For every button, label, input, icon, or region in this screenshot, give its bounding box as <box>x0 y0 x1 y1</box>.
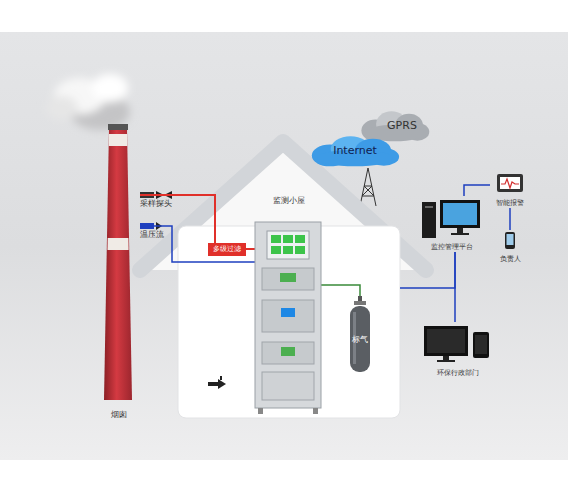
grey-band <box>0 32 568 460</box>
node-text: 智能报警 <box>496 199 524 207</box>
node-text: 标气 <box>352 335 368 344</box>
person-node: 负责人 <box>494 230 526 264</box>
internet-cloud: Internet <box>310 135 400 167</box>
node-text: 负责人 <box>500 255 521 263</box>
node-text: 监控管理平台 <box>431 243 473 251</box>
node-text: GPRS <box>387 120 417 133</box>
connector-line <box>140 226 178 262</box>
flow-wire <box>178 261 256 263</box>
node-text: 多级过滤 <box>213 245 241 253</box>
gas-pipe <box>321 285 360 296</box>
chimney-node: 烟囱 <box>98 120 140 420</box>
flow-label: 温压流 <box>140 230 164 239</box>
gprs-cloud: GPRS <box>360 110 430 142</box>
connector-line <box>454 252 456 322</box>
monitoring-house: 监测小屋多级过滤标气 <box>178 226 400 418</box>
connector-line <box>400 252 455 288</box>
probe-label: 采样探头 <box>140 199 172 208</box>
alarm-icon <box>497 174 523 192</box>
phone-icon <box>505 232 515 249</box>
smoke <box>46 74 130 130</box>
connector-line <box>140 195 215 243</box>
node-text: 监测小屋 <box>178 196 400 205</box>
agency-node: 环保行政部门 <box>420 322 496 378</box>
gas-cylinder: 标气 <box>348 296 372 372</box>
cylinder-shape <box>348 296 372 372</box>
platform-computer <box>422 200 480 238</box>
connector-line <box>509 208 511 230</box>
agency-computer <box>424 326 489 362</box>
analyzer-cabinet <box>255 222 321 414</box>
filter-box: 多级过滤 <box>208 243 246 256</box>
node-text: Internet <box>333 145 377 158</box>
drain-valve <box>208 376 226 389</box>
connector-line <box>464 185 490 196</box>
antenna-tower <box>360 168 376 206</box>
platform-node: 监控管理平台 <box>416 196 488 252</box>
node-text: 烟囱 <box>111 410 127 419</box>
alarm-node: 智能报警 <box>490 172 530 208</box>
chimney <box>104 124 132 400</box>
house <box>140 142 426 418</box>
node-text: 环保行政部门 <box>437 369 479 377</box>
